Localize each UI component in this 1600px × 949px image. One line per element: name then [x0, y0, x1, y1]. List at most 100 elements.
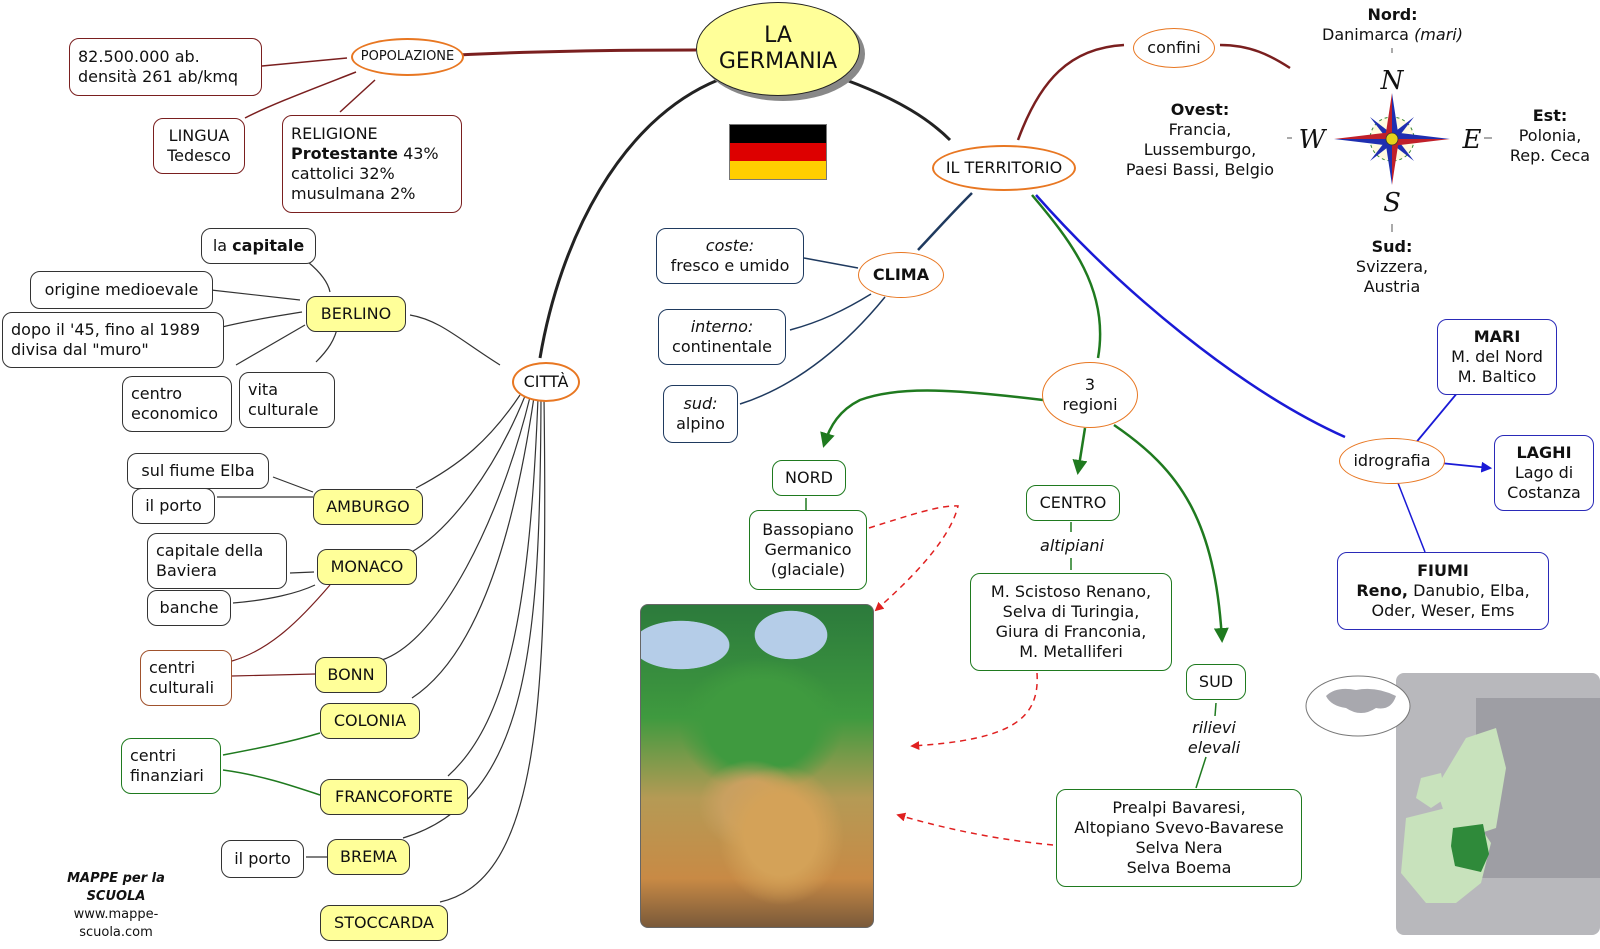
vita-line1: vita — [248, 380, 278, 399]
concept-citta[interactable]: CITTÀ — [512, 362, 580, 402]
note-capitale[interactable]: la capitale — [201, 228, 316, 264]
central-topic[interactable]: LA GERMANIA — [696, 2, 860, 96]
regioni-line2: regioni — [1062, 395, 1118, 414]
popolazione-label: POPOLAZIONE — [360, 49, 455, 64]
hydro-laghi[interactable]: LAGHI Lago di Costanza — [1494, 435, 1594, 511]
germany-flag — [729, 124, 827, 180]
compass-rose-icon: N S W E — [1299, 66, 1482, 214]
compass-s: S — [1383, 188, 1401, 214]
centro-detail-line: M. Metalliferi — [1019, 642, 1123, 661]
note-clima-sud[interactable]: sud: alpino — [663, 385, 738, 443]
compass-e: E — [1462, 125, 1482, 155]
rilievi-line1: rilievi — [1192, 718, 1236, 737]
city-berlino[interactable]: BERLINO — [306, 296, 406, 332]
compass-n: N — [1380, 66, 1405, 96]
border-nord: Nord: Danimarca (mari) — [1310, 5, 1475, 45]
mari-line: M. Baltico — [1457, 367, 1537, 386]
note-centro-economico[interactable]: centro economico — [122, 376, 232, 432]
rilievi-line2: elevali — [1187, 738, 1241, 757]
title-line2: GERMANIA — [718, 49, 838, 74]
ovest-line: Lussemburgo, — [1143, 140, 1257, 159]
lingua-line2: Tedesco — [167, 146, 231, 165]
region-nord-detail[interactable]: Bassopiano Germanico (glaciale) — [749, 510, 867, 590]
concept-territorio[interactable]: IL TERRITORIO — [932, 145, 1076, 191]
nord-detail-line: (glaciale) — [770, 560, 846, 579]
region-centro[interactable]: CENTRO — [1026, 485, 1120, 521]
region-sud[interactable]: SUD — [1186, 664, 1246, 700]
regioni-line1: 3 — [1084, 375, 1096, 394]
banche-text: banche — [159, 598, 219, 617]
territorio-label: IL TERRITORIO — [945, 158, 1063, 177]
note-muro[interactable]: dopo il '45, fino al 1989 divisa dal "mu… — [2, 312, 224, 368]
note-lingua[interactable]: LINGUA Tedesco — [153, 118, 245, 174]
city-francoforte[interactable]: FRANCOFORTE — [320, 779, 468, 815]
coste-text: fresco e umido — [670, 256, 790, 275]
centro-eco-line2: economico — [131, 404, 218, 423]
region-sud-detail[interactable]: Prealpi Bavaresi, Altopiano Svevo-Bavare… — [1056, 789, 1302, 887]
sud-line: Austria — [1363, 277, 1421, 296]
note-fiume-elba[interactable]: sul fiume Elba — [127, 453, 269, 489]
finanziari-line1: centri — [130, 746, 177, 765]
city-name: FRANCOFORTE — [335, 787, 453, 806]
centro-detail-line: M. Scistoso Renano, — [990, 582, 1152, 601]
note-vita-culturale[interactable]: vita culturale — [239, 372, 335, 428]
note-centri-finanziari[interactable]: centri finanziari — [121, 738, 221, 794]
note-brema-porto[interactable]: il porto — [221, 840, 304, 878]
note-capitale-baviera[interactable]: capitale della Baviera — [147, 533, 287, 589]
laghi-line: Costanza — [1507, 483, 1581, 502]
germany-physical-map — [640, 604, 874, 928]
fiume-elba-text: sul fiume Elba — [141, 461, 255, 480]
city-bonn[interactable]: BONN — [315, 657, 387, 693]
hydro-mari[interactable]: MARI M. del Nord M. Baltico — [1437, 319, 1557, 395]
concept-popolazione[interactable]: POPOLAZIONE — [351, 38, 464, 76]
religione-heading: RELIGIONE — [291, 124, 378, 143]
religione-protestante-value: 43% — [403, 144, 439, 163]
concept-clima[interactable]: CLIMA — [858, 252, 944, 298]
religione-protestante: Protestante — [291, 144, 398, 163]
vita-line2: culturale — [248, 400, 319, 419]
note-religione[interactable]: RELIGIONE Protestante 43% cattolici 32% … — [282, 115, 462, 213]
concept-3-regioni[interactable]: 3 regioni — [1042, 362, 1138, 428]
note-clima-interno[interactable]: interno: continentale — [658, 309, 786, 365]
border-est: Est: Polonia, Rep. Ceca — [1500, 106, 1600, 166]
sud-line: Svizzera, — [1355, 257, 1429, 276]
city-stoccarda[interactable]: STOCCARDA — [320, 905, 448, 941]
nord-note: (mari) — [1414, 25, 1463, 44]
note-origine[interactable]: origine medioevale — [30, 271, 213, 309]
note-clima-coste[interactable]: coste: fresco e umido — [656, 228, 804, 284]
city-name: STOCCARDA — [334, 913, 434, 932]
compass-w: W — [1299, 125, 1328, 155]
est-heading: Est: — [1532, 106, 1568, 125]
clima-label: CLIMA — [872, 265, 930, 284]
city-monaco[interactable]: MONACO — [317, 549, 417, 585]
city-brema[interactable]: BREMA — [327, 839, 410, 875]
est-line: Polonia, — [1518, 126, 1582, 145]
note-abitanti[interactable]: 82.500.000 ab. densità 261 ab/kmq — [69, 38, 262, 96]
ovest-line: Paesi Bassi, Belgio — [1125, 160, 1275, 179]
nord-heading: Nord: — [1367, 5, 1418, 24]
fiumi-line1: Danubio, Elba, — [1413, 581, 1530, 600]
note-centri-culturali[interactable]: centri culturali — [140, 650, 232, 706]
border-ovest: Ovest: Francia, Lussemburgo, Paesi Bassi… — [1118, 100, 1282, 180]
concept-confini[interactable]: confini — [1133, 28, 1215, 68]
ovest-heading: Ovest: — [1170, 100, 1230, 119]
footer-url[interactable]: www.mappe-scuola.com — [73, 907, 159, 940]
fiumi-reno: Reno, — [1356, 581, 1408, 600]
confini-label: confini — [1147, 38, 1201, 57]
culturali-line1: centri — [149, 658, 196, 677]
nord-label: NORD — [785, 468, 833, 487]
religione-cattolici: cattolici 32% — [291, 164, 395, 183]
city-amburgo[interactable]: AMBURGO — [313, 489, 423, 525]
note-banche[interactable]: banche — [147, 590, 231, 626]
concept-idrografia[interactable]: idrografia — [1339, 438, 1445, 484]
note-amburgo-porto[interactable]: il porto — [132, 488, 215, 524]
sud-detail-line: Selva Nera — [1135, 838, 1223, 857]
region-centro-detail[interactable]: M. Scistoso Renano, Selva di Turingia, G… — [970, 573, 1172, 671]
idrografia-label: idrografia — [1353, 451, 1431, 470]
clima-sud-text: alpino — [676, 414, 725, 433]
region-nord[interactable]: NORD — [772, 460, 846, 496]
city-name: BREMA — [340, 847, 397, 866]
hydro-fiumi[interactable]: FIUMI Reno, Danubio, Elba, Oder, Weser, … — [1337, 552, 1549, 630]
link-germania-territorio — [845, 78, 952, 142]
city-colonia[interactable]: COLONIA — [320, 703, 420, 739]
